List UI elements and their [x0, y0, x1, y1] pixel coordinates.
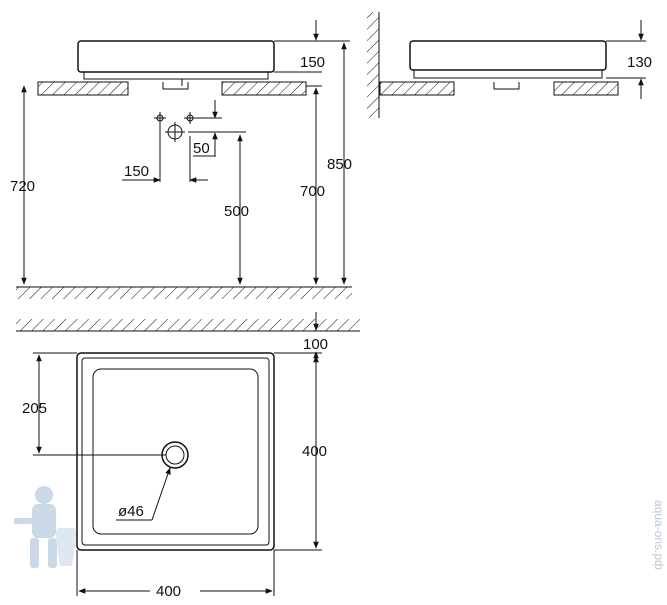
dim-205: 205 [22, 400, 47, 417]
basin-top-rim [81, 357, 270, 546]
dim-150-spacing: 150 [124, 163, 149, 180]
dim-850: 850 [327, 156, 352, 173]
drain-outlet [162, 82, 189, 90]
dim-700: 700 [300, 183, 325, 200]
top-view: 100 205 ø46 400 400 [16, 312, 360, 600]
dim-drain-diameter: ø46 [118, 503, 144, 520]
countertop-right [221, 81, 307, 96]
side-counter-left [379, 81, 455, 96]
tap-connections [154, 112, 196, 142]
dim-500: 500 [224, 203, 249, 220]
wall-hatch-top [16, 319, 360, 331]
basin-side [409, 40, 607, 71]
dim-100: 100 [303, 336, 328, 353]
dim-400-width: 400 [156, 583, 181, 600]
plumber-mascot-icon [14, 486, 76, 568]
basin-front [77, 40, 275, 73]
dim-50: 50 [193, 140, 210, 157]
basin-base [83, 71, 269, 80]
dim-720: 720 [10, 178, 35, 195]
side-view: 130 [367, 12, 652, 118]
front-view: 50 150 720 500 700 850 150 [10, 20, 352, 299]
dim-150-basin: 150 [300, 54, 325, 71]
watermark-text: аqua-оns.рф [652, 500, 666, 570]
basin-top-outer [76, 352, 275, 551]
dim-400-depth: 400 [302, 443, 327, 460]
basin-top-bowl [92, 368, 259, 535]
countertop-left [37, 81, 129, 96]
side-counter-right [553, 81, 619, 96]
wall-hatch [367, 12, 379, 118]
dim-130: 130 [627, 54, 652, 71]
floor-hatch [16, 287, 352, 299]
